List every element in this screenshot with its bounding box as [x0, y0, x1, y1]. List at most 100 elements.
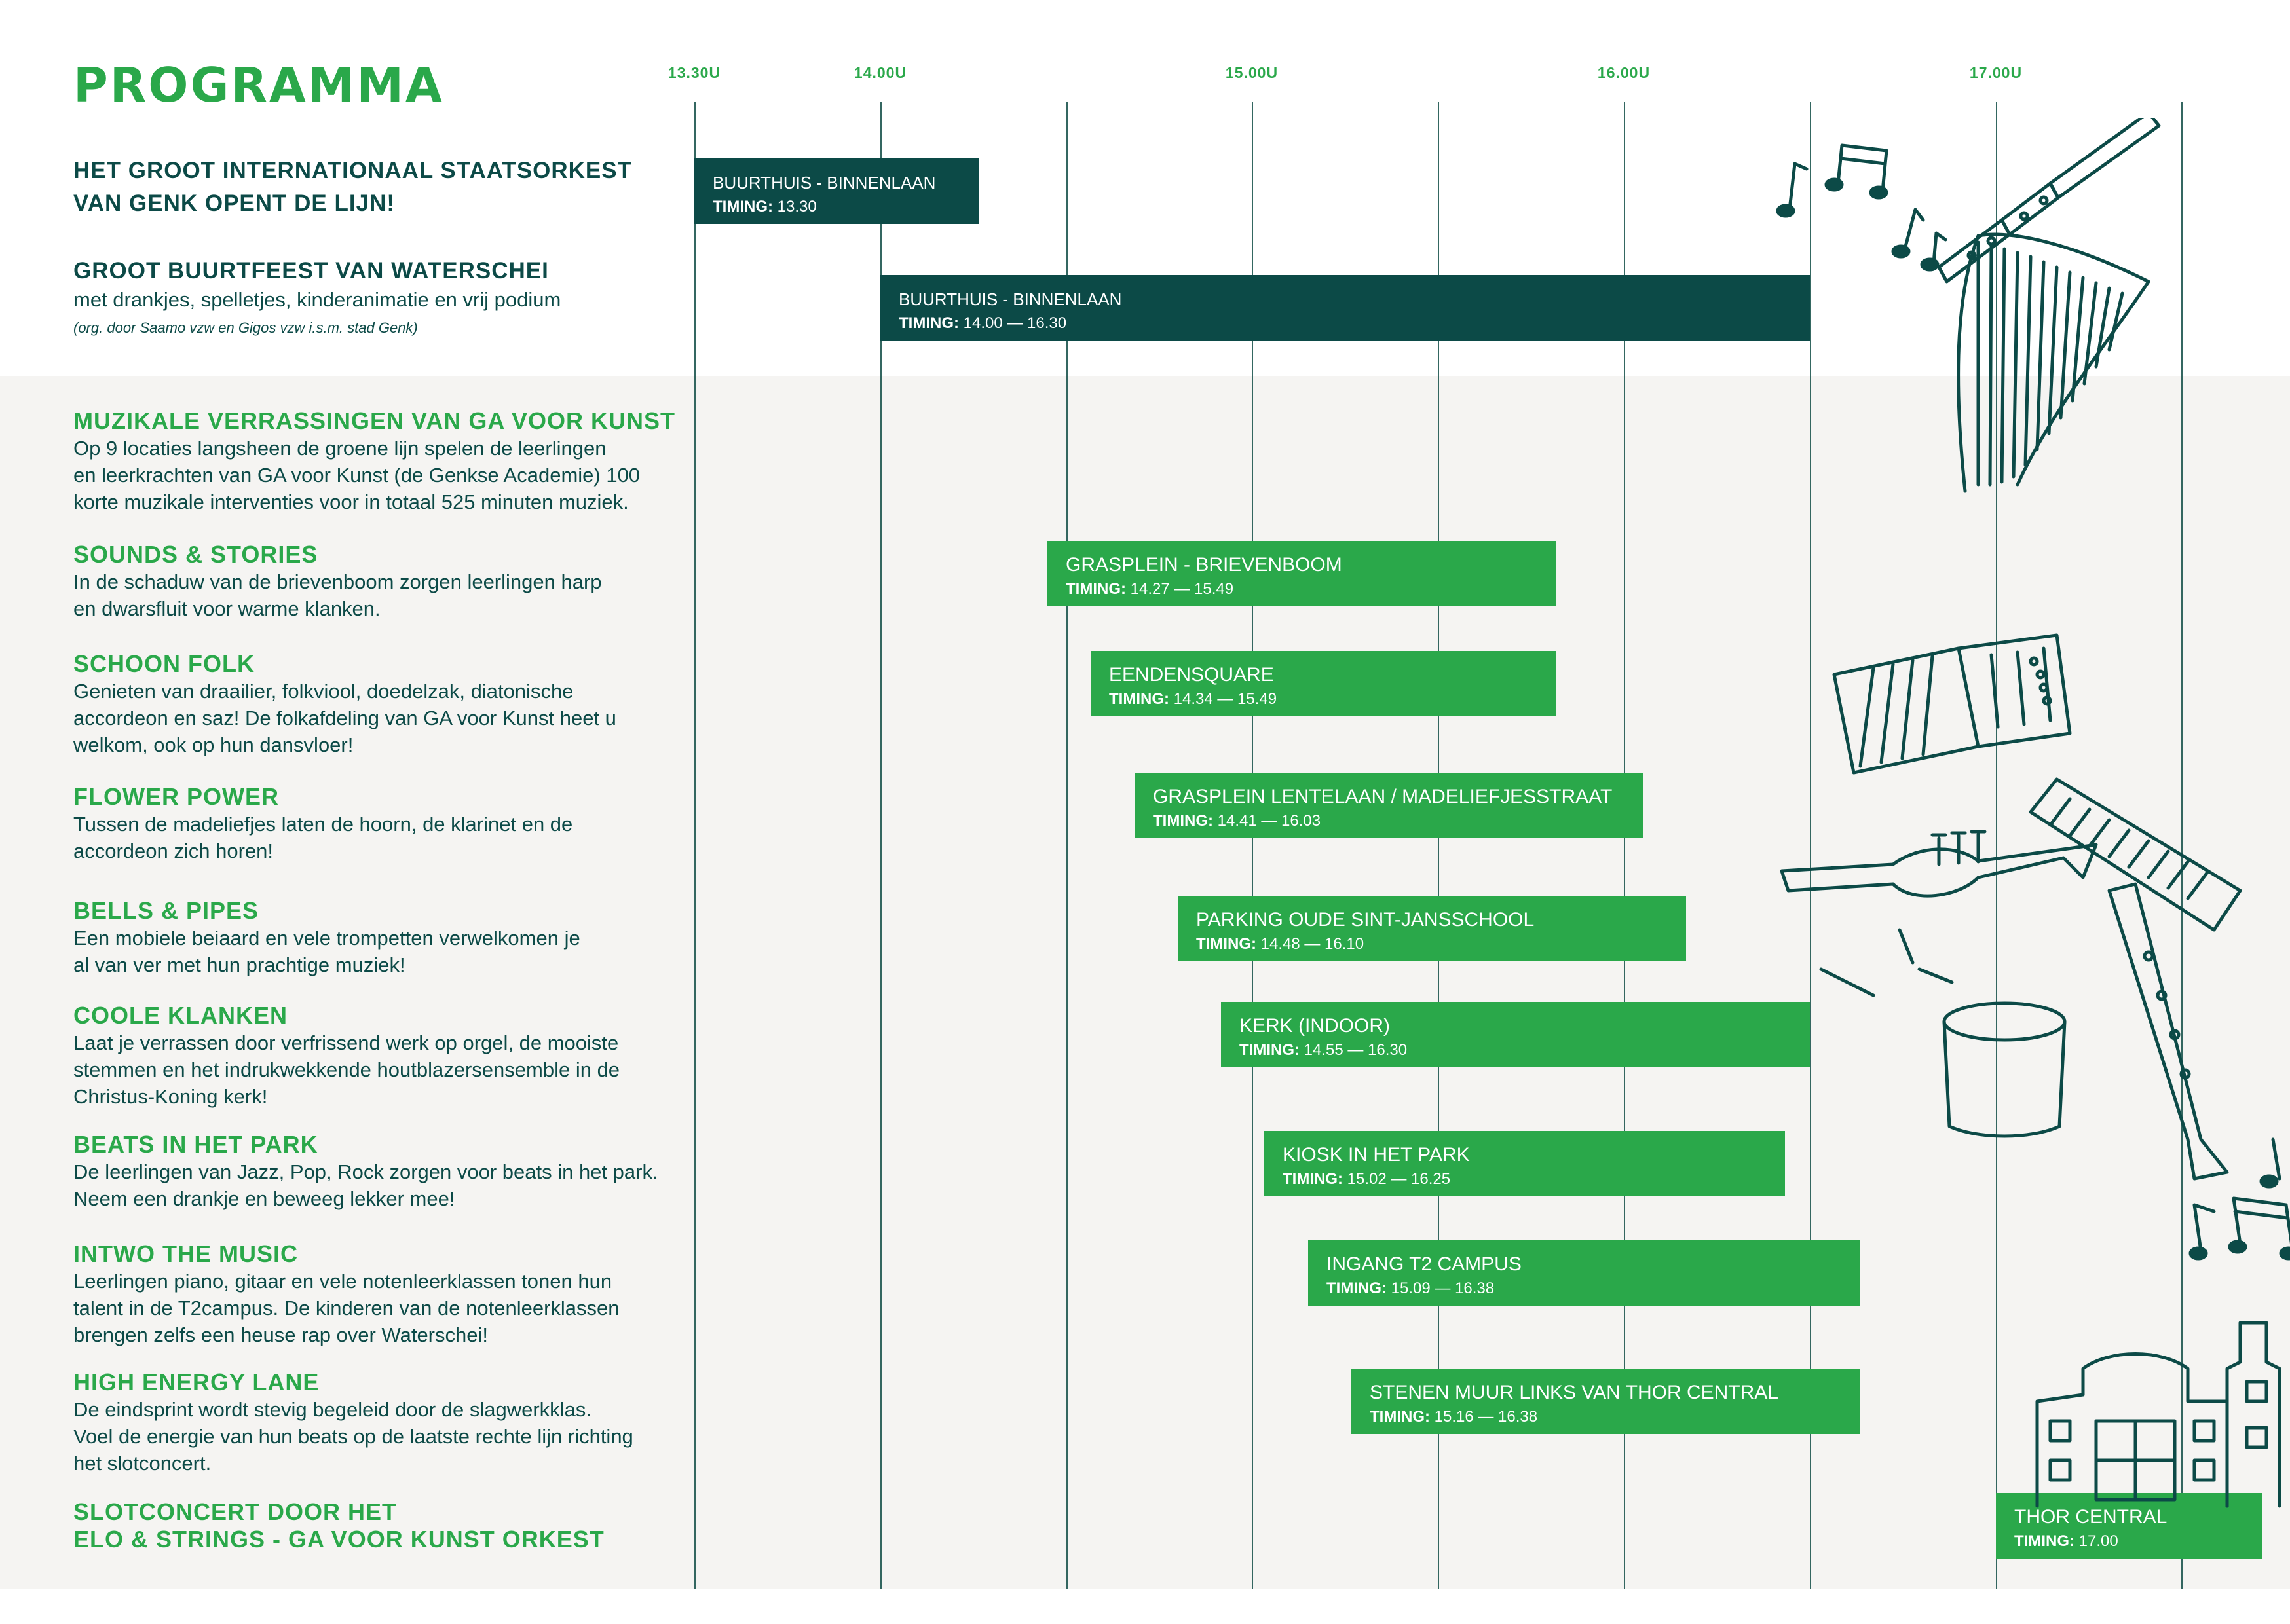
schedule-bar-location: INGANG T2 CAMPUS: [1326, 1253, 1522, 1275]
act-title: MUZIKALE VERRASSINGEN VAN GA VOOR KUNST: [73, 407, 676, 434]
act-description: Tussen de madeliefjes laten de hoorn, de…: [73, 813, 573, 862]
timing-value: 14.00 — 16.30: [963, 314, 1067, 332]
timing-value: 14.34 — 15.49: [1173, 690, 1277, 708]
keyboard-icon: [2029, 777, 2242, 932]
schedule-bar-location: GRASPLEIN - BRIEVENBOOM: [1066, 554, 1342, 576]
timing-value: 15.02 — 16.25: [1347, 1170, 1451, 1188]
timing-prefix: TIMING:: [1283, 1170, 1343, 1188]
timing-value: 14.55 — 16.30: [1304, 1041, 1408, 1059]
schedule-bar-timing: TIMING: 14.27 — 15.49: [1066, 578, 1556, 601]
schedule-bar-location: GRASPLEIN LENTELAAN / MADELIEFJESSTRAAT: [1153, 786, 1613, 807]
schedule-bar-location: THOR CENTRAL: [2014, 1506, 2168, 1528]
act-description: In de schaduw van de brievenboom zorgen …: [73, 570, 602, 620]
schedule-bar-location: EENDENSQUARE: [1109, 664, 1274, 686]
drum-icon: [1819, 928, 2067, 1138]
music-notes-bottom-icon: [2188, 1137, 2290, 1261]
timing-value: 14.41 — 16.03: [1217, 812, 1321, 830]
timeline-tick-label: 17.00U: [1969, 64, 2023, 81]
act-description: Genieten van draailier, folkviool, doede…: [73, 680, 616, 756]
music-notes-top-icon: [1776, 143, 1947, 272]
page-title: PROGRAMMA: [73, 58, 444, 113]
schedule-bar-timing: TIMING: 15.16 — 16.38: [1370, 1405, 1860, 1429]
act-title: INTWO THE MUSIC: [73, 1240, 298, 1267]
timing-prefix: TIMING:: [1109, 690, 1169, 708]
timeline-tick-label: 16.00U: [1597, 64, 1651, 81]
timeline-gridline: [2181, 102, 2183, 1589]
timing-value: 15.09 — 16.38: [1391, 1280, 1495, 1297]
timeline-gridline: [1252, 102, 1253, 1589]
schedule-bar-timing: TIMING: 15.09 — 16.38: [1326, 1277, 1860, 1301]
timeline-gridline: [694, 102, 696, 1589]
act-title: SCHOON FOLK: [73, 650, 255, 677]
intro-title-orchestra: HET GROOT INTERNATIONAAL STAATSORKEST VA…: [73, 158, 633, 216]
schedule-bar-timing: TIMING: 13.30: [713, 195, 979, 219]
timing-value: 13.30: [777, 198, 817, 215]
schedule-bar-timing: TIMING: 14.41 — 16.03: [1153, 809, 1643, 833]
timing-value: 14.48 — 16.10: [1260, 935, 1364, 953]
act-description: Leerlingen piano, gitaar en vele notenle…: [73, 1270, 620, 1346]
timing-value: 15.16 — 16.38: [1434, 1408, 1538, 1426]
schedule-bar-timing: TIMING: 14.34 — 15.49: [1109, 688, 1556, 711]
act-title: SLOTCONCERT DOOR HET ELO & STRINGS - GA …: [73, 1498, 605, 1553]
act-title: BEATS IN HET PARK: [73, 1131, 318, 1158]
schedule-bar-location: STENEN MUUR LINKS VAN THOR CENTRAL: [1370, 1382, 1778, 1403]
timeline-tick-label: 15.00U: [1225, 64, 1279, 81]
thor-central-building-icon: [2035, 1321, 2281, 1508]
intro-title-buurtfeest: GROOT BUURTFEEST VAN WATERSCHEI: [73, 258, 549, 284]
intro-description-buurtfeest: met drankjes, spelletjes, kinderanimatie…: [73, 288, 561, 311]
act-description: De eindsprint wordt stevig begeleid door…: [73, 1398, 633, 1475]
schedule-bar-timing: TIMING: 14.00 — 16.30: [899, 312, 1810, 335]
schedule-bar-timing: TIMING: 17.00: [2014, 1530, 2262, 1553]
schedule-bar: BUURTHUIS - BINNENLAAN TIMING: 14.00 — 16…: [880, 275, 1810, 341]
act-title: COOLE KLANKEN: [73, 1002, 288, 1029]
timing-prefix: TIMING:: [1326, 1280, 1387, 1297]
schedule-bar: KERK (INDOOR)TIMING: 14.55 — 16.30: [1221, 1002, 1810, 1067]
act-item: HIGH ENERGY LANE De eindsprint wordt stev…: [73, 1369, 702, 1477]
timing-prefix: TIMING:: [2014, 1532, 2074, 1550]
timing-prefix: TIMING:: [713, 198, 773, 215]
music-instruments-illustration: [1776, 118, 2290, 1508]
act-description: Een mobiele beiaard en vele trompetten v…: [73, 927, 580, 976]
timing-value: 14.27 — 15.49: [1130, 580, 1234, 598]
schedule-bar-location: KIOSK IN HET PARK: [1283, 1144, 1470, 1166]
timeline-gridline: [1810, 102, 1811, 1589]
act-item: INTWO THE MUSIC Leerlingen piano, gitaar …: [73, 1240, 702, 1348]
schedule-bar-location: PARKING OUDE SINT-JANSSCHOOL: [1196, 909, 1535, 931]
timeline-gridline: [1624, 102, 1625, 1589]
schedule-bar-timing: TIMING: 14.48 — 16.10: [1196, 932, 1686, 956]
act-item: SCHOON FOLK Genieten van draailier, folkv…: [73, 650, 702, 758]
harp-icon: [1957, 232, 2150, 493]
schedule-bar-timing: TIMING: 14.55 — 16.30: [1239, 1039, 1810, 1062]
act-description: De leerlingen van Jazz, Pop, Rock zorgen…: [73, 1160, 658, 1210]
timing-prefix: TIMING:: [1153, 812, 1213, 830]
act-item: SLOTCONCERT DOOR HET ELO & STRINGS - GA …: [73, 1498, 702, 1553]
schedule-bar-location: BUURTHUIS - BINNENLAAN: [713, 173, 936, 193]
act-title: HIGH ENERGY LANE: [73, 1369, 320, 1395]
timing-prefix: TIMING:: [1370, 1408, 1430, 1426]
timeline-gridline: [1066, 102, 1068, 1589]
schedule-bar-location: BUURTHUIS - BINNENLAAN: [899, 289, 1122, 309]
timeline-tick-label: 14.00U: [854, 64, 907, 81]
schedule-bar-location: KERK (INDOOR): [1239, 1015, 1391, 1037]
timeline-gridline: [1996, 102, 1997, 1589]
accordion-icon: [1832, 633, 2072, 775]
act-description: Op 9 locaties langsheen de groene lijn s…: [73, 437, 641, 513]
schedule-bar-timing: TIMING: 15.02 — 16.25: [1283, 1168, 1785, 1191]
intro-note-organizers: (org. door Saamo vzw en Gigos vzw i.s.m.…: [73, 320, 418, 336]
timing-prefix: TIMING:: [1239, 1041, 1300, 1059]
timeline-gridline: [880, 102, 882, 1589]
timeline-tick-label: 13.30U: [667, 64, 721, 81]
